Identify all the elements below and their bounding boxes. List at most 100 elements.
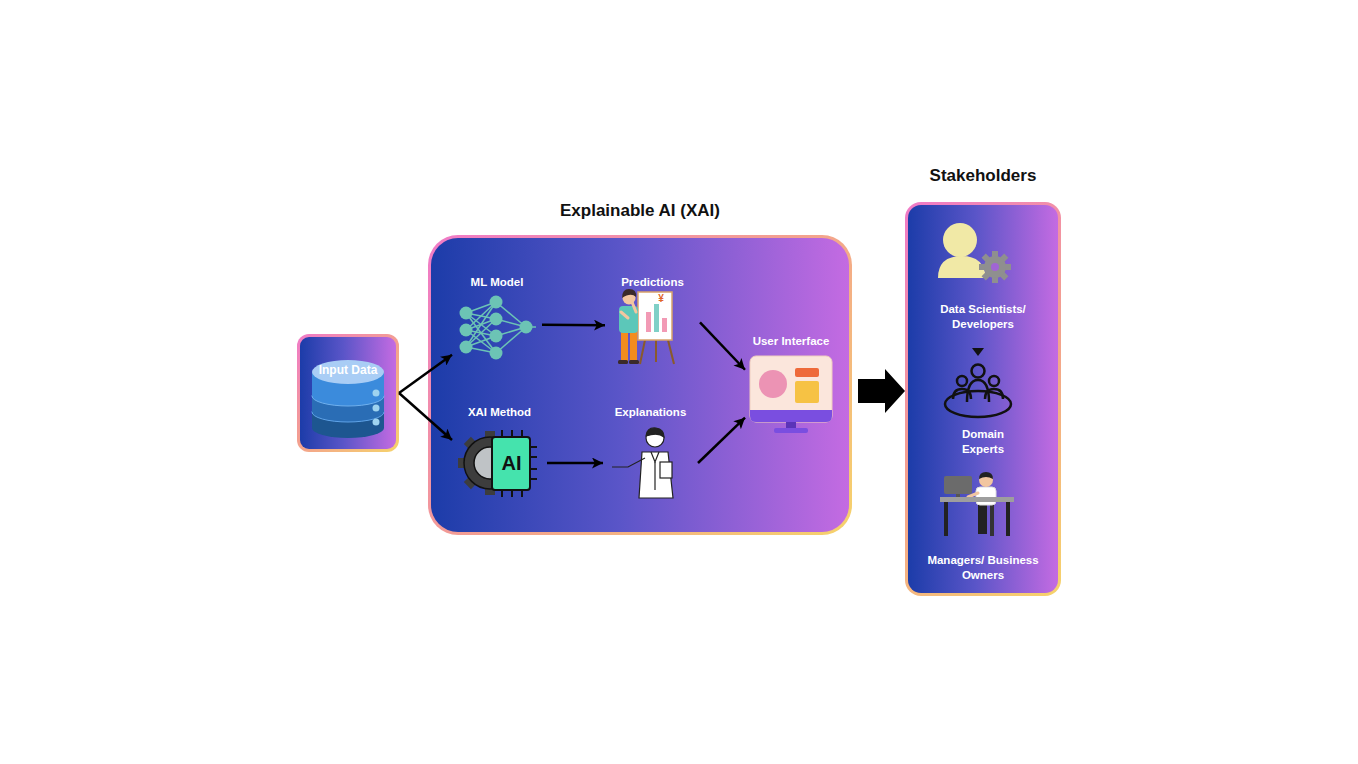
ai-gear-icon <box>502 437 516 451</box>
explainer-illustration <box>660 462 672 478</box>
manager-desk-illustration <box>1006 502 1010 536</box>
presenter-illustration <box>640 340 645 364</box>
neural-network-icon <box>466 302 496 347</box>
ai-gear-icon <box>502 475 516 489</box>
neural-network-icon <box>526 326 536 328</box>
manager-desk-illustration <box>944 502 948 536</box>
presenter-illustration <box>646 312 651 332</box>
database-icon <box>312 372 384 396</box>
node-label: Input Data <box>297 363 399 377</box>
ai-gear-icon <box>511 490 513 497</box>
neural-network-icon <box>466 330 496 353</box>
monitor-icon <box>750 410 832 422</box>
ai-gear-icon <box>521 490 523 497</box>
ai-gear-icon <box>501 490 503 497</box>
ai-gear-icon <box>492 437 530 490</box>
output-step: Predictions <box>605 272 700 367</box>
monitor-icon <box>750 356 832 422</box>
stakeholder-role: Domain Experts <box>915 343 1051 459</box>
icon-text: ¥ <box>652 293 670 305</box>
ai-gear-icon <box>530 478 537 480</box>
developer-icon <box>938 256 986 278</box>
interface-step: User Interface <box>745 332 837 434</box>
explainer-illustration <box>646 428 664 437</box>
explainer-illustration <box>612 428 673 498</box>
ai-gear-icon <box>464 475 478 489</box>
presenter-illustration <box>622 289 636 298</box>
presenter-illustration <box>629 360 639 364</box>
manager-desk-illustration <box>990 505 994 536</box>
database-icon <box>312 360 384 438</box>
ai-gear-icon <box>511 430 513 437</box>
developer-icon <box>943 223 977 257</box>
neural-network-icon <box>466 302 496 313</box>
explainer-illustration <box>651 452 659 462</box>
team-icon <box>989 376 999 386</box>
presenter-illustration <box>630 330 637 361</box>
developer-icon <box>992 251 998 257</box>
developer-icon <box>979 251 1011 283</box>
neural-network-icon <box>466 313 496 319</box>
node-label: ML Model <box>452 275 542 289</box>
manager-desk-illustration <box>979 472 993 479</box>
monitor-icon <box>759 370 787 398</box>
neural-network-icon <box>466 347 496 353</box>
presenter-illustration <box>668 340 674 364</box>
monitor-icon <box>750 356 832 433</box>
neural-network-icon <box>496 327 526 353</box>
database-icon <box>312 386 384 406</box>
presenter-illustration <box>632 302 636 312</box>
icon-text: AI <box>493 451 530 475</box>
neural-network-icon <box>496 327 526 336</box>
presenter-illustration <box>638 292 672 340</box>
manager-desk-illustration <box>956 494 960 498</box>
database-icon <box>312 388 384 412</box>
ai-gear-icon <box>485 431 495 441</box>
node-label: Data Scientists/ Developers <box>915 302 1051 332</box>
monitor-icon <box>795 381 819 403</box>
ai-gear-icon <box>530 456 537 458</box>
manager-desk-illustration <box>940 497 1014 502</box>
flow-arrow <box>700 322 745 369</box>
presenter-illustration <box>623 292 636 305</box>
neural-network-icon <box>490 313 503 326</box>
ai-gear-icon <box>521 430 523 437</box>
neural-network-icon <box>460 296 533 360</box>
team-icon <box>945 391 1011 417</box>
ai-gear-icon <box>530 446 537 448</box>
node-label: Predictions <box>605 275 700 289</box>
group-panel: Explainable AI (XAI)ML ModelPredictionsX… <box>428 235 852 535</box>
ai-gear-icon <box>458 458 468 468</box>
explainer-illustration <box>639 452 673 498</box>
team-icon <box>972 365 985 378</box>
neural-network-icon <box>460 307 473 320</box>
team-icon <box>967 380 989 402</box>
node-label: XAI Method <box>452 405 547 419</box>
team-icon <box>972 348 984 356</box>
manager-desk-illustration <box>979 473 993 487</box>
monitor-icon <box>774 428 808 433</box>
manager-desk-illustration <box>978 503 987 534</box>
manager-desk-illustration <box>968 493 978 497</box>
neural-network-icon <box>466 330 496 336</box>
developer-icon <box>982 272 990 280</box>
node-label: User Interface <box>745 334 837 348</box>
stakeholder-role: Managers/ Business Owners <box>915 468 1051 586</box>
process-step: ML Model <box>452 272 542 360</box>
panel-heading: Stakeholders <box>905 166 1061 186</box>
presenter-illustration <box>618 360 628 364</box>
flow-arrow <box>399 355 452 393</box>
monitor-icon <box>786 422 796 428</box>
database-icon <box>373 419 380 426</box>
neural-network-icon <box>466 313 496 353</box>
data-source-box: Input Data <box>297 334 399 452</box>
neural-network-icon <box>520 321 533 334</box>
presenter-illustration <box>662 318 667 332</box>
explainer-illustration <box>654 462 655 490</box>
neural-network-icon <box>460 324 473 337</box>
output-step: Explanations <box>603 403 698 503</box>
developer-icon <box>992 277 998 283</box>
